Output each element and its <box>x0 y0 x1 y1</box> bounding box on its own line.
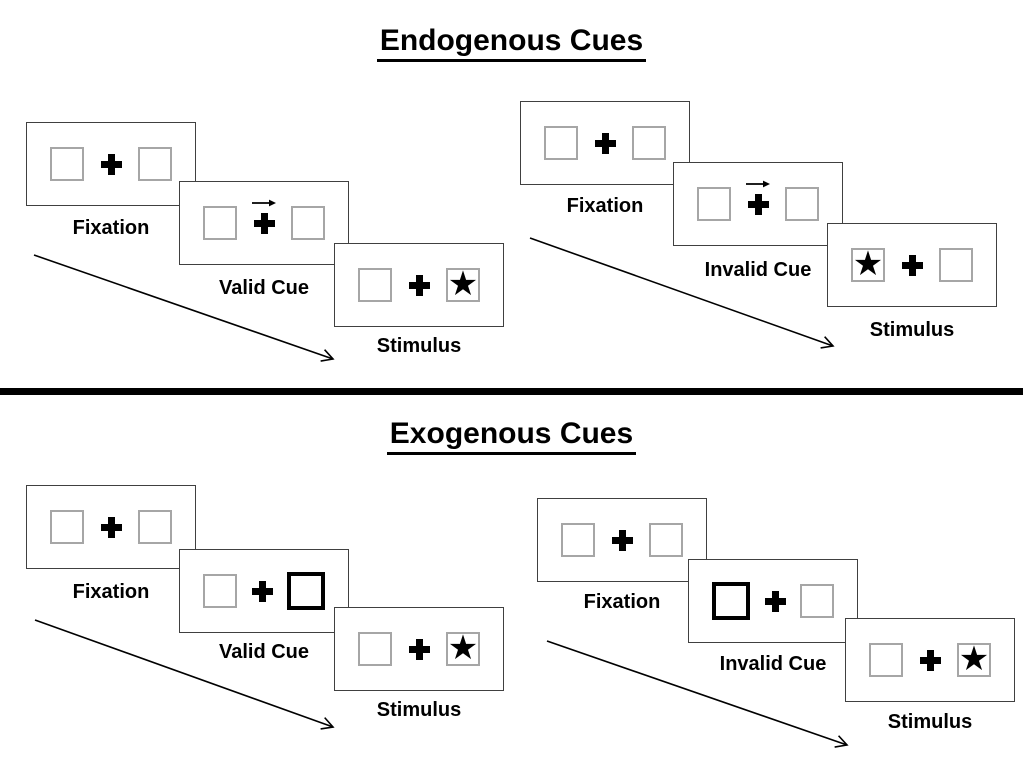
panel-label: Valid Cue <box>218 277 310 299</box>
right-placeholder-box <box>138 510 172 544</box>
panel-center <box>84 486 138 568</box>
panel-label: Stimulus <box>887 711 973 733</box>
panel-center <box>237 550 287 632</box>
right-placeholder-box <box>939 248 973 282</box>
fixation-cross-icon <box>100 153 122 175</box>
endogenous-valid-fixation-panel <box>26 122 196 206</box>
endogenous-valid-cue-panel <box>179 181 349 265</box>
exogenous-valid-fixation-panel <box>26 485 196 569</box>
timeline-arrow <box>529 237 835 349</box>
panel-center <box>595 499 649 581</box>
panel-center <box>84 123 138 205</box>
panel-center <box>885 224 939 306</box>
exogenous-title-text: Exogenous Cues <box>386 417 637 455</box>
panel-label: Stimulus <box>376 335 462 357</box>
endogenous-section-title: Endogenous Cues <box>0 24 1023 62</box>
right-placeholder-box <box>785 187 819 221</box>
panel-label: Invalid Cue <box>704 259 812 281</box>
exogenous-valid-stimulus-panel: ★ <box>334 607 504 691</box>
left-placeholder-box <box>544 126 578 160</box>
right-placeholder-box <box>632 126 666 160</box>
right-placeholder-box <box>291 206 325 240</box>
exogenous-invalid-fixation-panel <box>537 498 707 582</box>
right-placeholder-box <box>138 147 172 181</box>
exogenous-section-title: Exogenous Cues <box>0 417 1023 455</box>
fixation-cross-icon <box>408 274 430 296</box>
fixation-cross-icon <box>100 516 122 538</box>
fixation-cross-icon <box>253 212 275 234</box>
left-placeholder-box <box>50 147 84 181</box>
panel-label: Fixation <box>583 591 661 613</box>
timeline-arrow <box>34 619 335 730</box>
panel-label: Valid Cue <box>218 641 310 663</box>
right-cue-box <box>287 572 325 610</box>
section-divider <box>0 388 1023 395</box>
fixation-cross-icon <box>764 590 786 612</box>
star-icon: ★ <box>447 264 479 304</box>
panel-label: Fixation <box>566 195 644 217</box>
panel-label: Stimulus <box>376 699 462 721</box>
right-placeholder-box <box>649 523 683 557</box>
left-placeholder-box <box>358 632 392 666</box>
panel-label: Fixation <box>72 581 150 603</box>
fixation-cross-icon <box>251 580 273 602</box>
star-icon: ★ <box>958 639 990 679</box>
endogenous-invalid-stimulus-panel: ★ <box>827 223 997 307</box>
fixation-cross-icon <box>919 649 941 671</box>
fixation-cross-icon <box>747 193 769 215</box>
fixation-cross-icon <box>594 132 616 154</box>
left-cue-box <box>712 582 750 620</box>
panel-center <box>578 102 632 184</box>
panel-center <box>237 182 291 264</box>
right-placeholder-box <box>800 584 834 618</box>
star-icon: ★ <box>447 628 479 668</box>
panel-label: Stimulus <box>869 319 955 341</box>
panel-center <box>903 619 957 701</box>
panel-center <box>750 560 800 642</box>
left-placeholder-box <box>203 206 237 240</box>
star-icon: ★ <box>852 244 884 284</box>
exogenous-invalid-cue-panel <box>688 559 858 643</box>
endogenous-invalid-fixation-panel <box>520 101 690 185</box>
left-placeholder-box <box>561 523 595 557</box>
cue-arrow-icon <box>252 199 276 207</box>
fixation-cross-icon <box>408 638 430 660</box>
timeline-arrow <box>33 254 335 362</box>
fixation-cross-icon <box>901 254 923 276</box>
endogenous-invalid-cue-panel <box>673 162 843 246</box>
fixation-cross-icon <box>611 529 633 551</box>
exogenous-valid-cue-panel <box>179 549 349 633</box>
right-target-box: ★ <box>957 639 991 679</box>
right-target-box: ★ <box>446 628 480 668</box>
panel-center <box>731 163 785 245</box>
panel-center <box>392 608 446 690</box>
left-placeholder-box <box>869 643 903 677</box>
endogenous-valid-stimulus-panel: ★ <box>334 243 504 327</box>
timeline-arrow <box>546 640 849 748</box>
left-target-box: ★ <box>851 244 885 284</box>
left-placeholder-box <box>697 187 731 221</box>
cue-arrow-icon <box>746 180 770 188</box>
right-target-box: ★ <box>446 264 480 304</box>
panel-center <box>392 244 446 326</box>
exogenous-invalid-stimulus-panel: ★ <box>845 618 1015 702</box>
left-placeholder-box <box>358 268 392 302</box>
endogenous-title-text: Endogenous Cues <box>376 24 647 62</box>
left-placeholder-box <box>203 574 237 608</box>
panel-label: Invalid Cue <box>719 653 827 675</box>
left-placeholder-box <box>50 510 84 544</box>
panel-label: Fixation <box>72 217 150 239</box>
